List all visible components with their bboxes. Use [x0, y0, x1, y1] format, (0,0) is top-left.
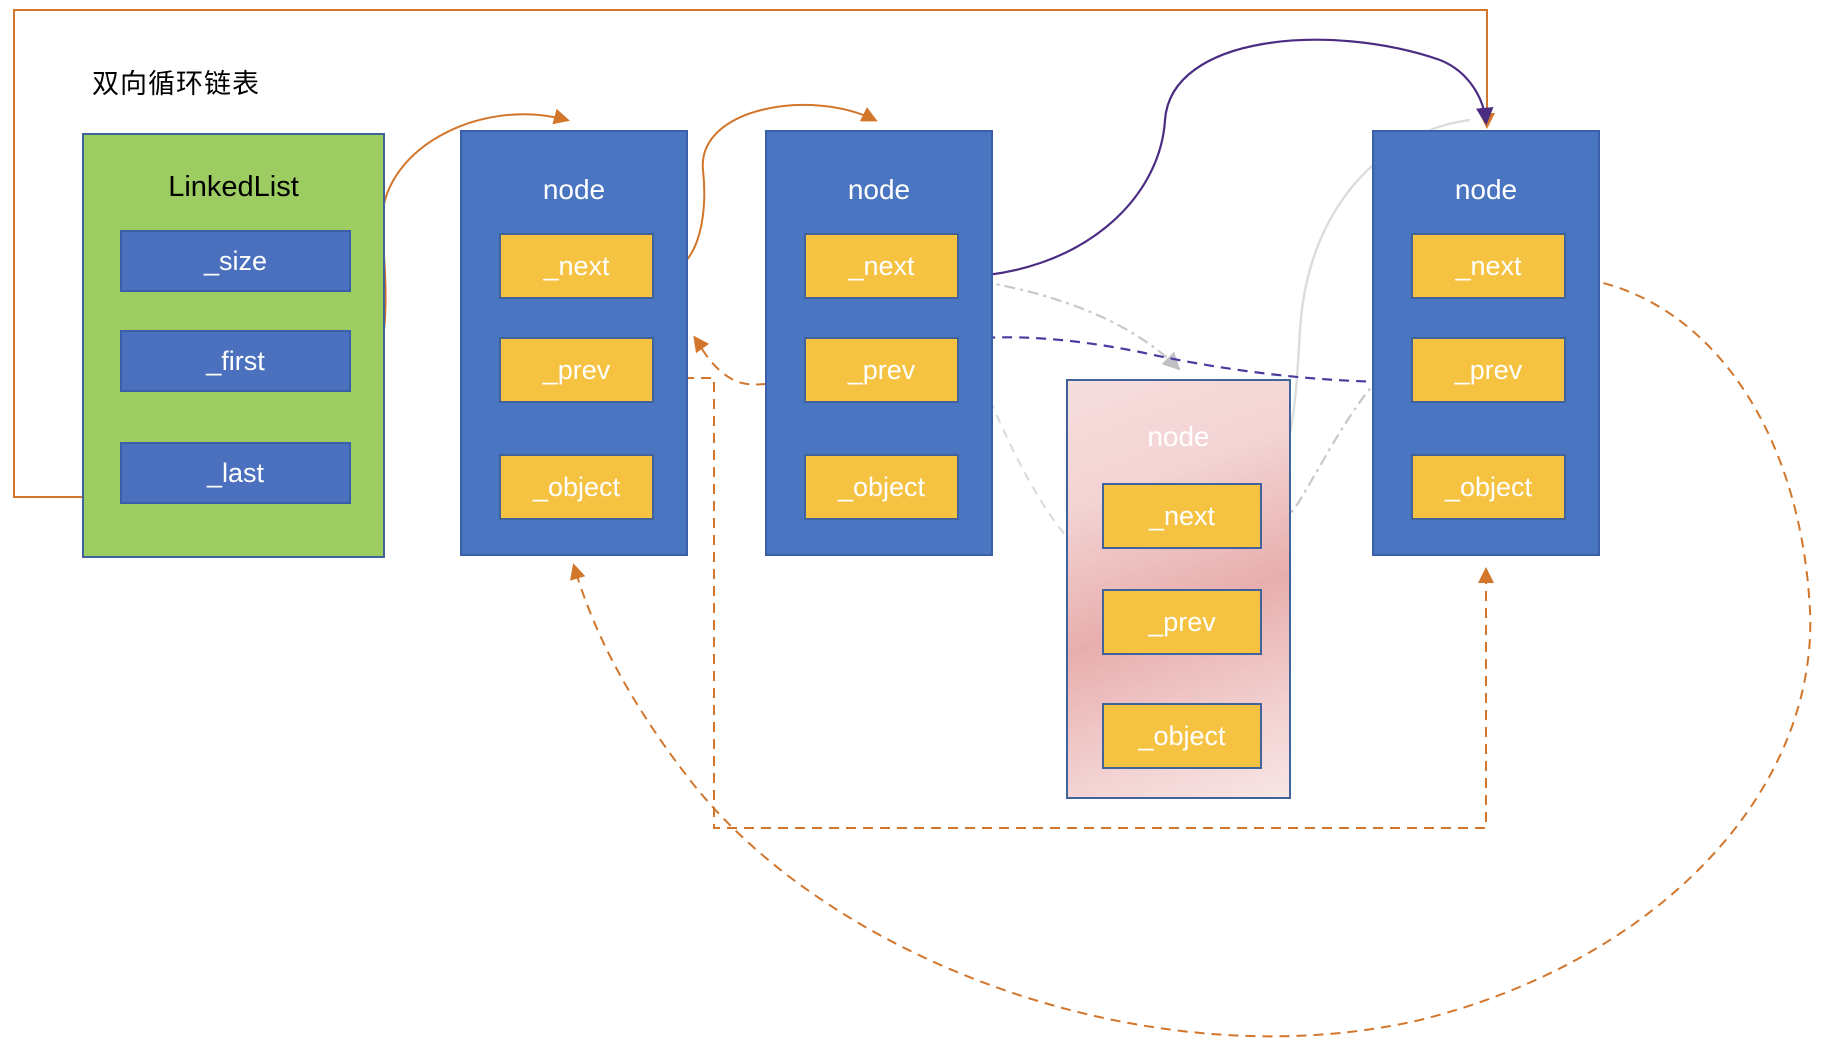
linkedlist-field-size: _size — [120, 230, 351, 292]
node-label: node — [847, 174, 911, 205]
newnode-field-prev: _prev — [1102, 589, 1262, 655]
node-box-new: node _next _prev _object — [1066, 379, 1291, 799]
edge-node4-prev-to-node2 — [956, 329, 1401, 384]
node-box-2: node _next _prev _object — [765, 130, 993, 556]
node2-field-object: _object — [804, 454, 959, 520]
node-label: node — [1147, 421, 1210, 452]
linkedlist-box: LinkedList _size _first _last — [82, 133, 385, 558]
linkedlist-field-first: _first — [120, 330, 351, 392]
node1-field-object: _object — [499, 454, 654, 520]
node4-field-next: _next — [1411, 233, 1566, 299]
node-box-4: node _next _prev _object — [1372, 130, 1600, 556]
node1-field-next: _next — [499, 233, 654, 299]
page-title: 双向循环链表 — [92, 69, 260, 99]
node2-field-next: _next — [804, 233, 959, 299]
node4-field-prev: _prev — [1411, 337, 1566, 403]
linkedlist-label: LinkedList — [168, 171, 299, 203]
node4-field-object: _object — [1411, 454, 1566, 520]
linkedlist-field-last: _last — [120, 442, 351, 504]
newnode-field-next: _next — [1102, 483, 1262, 549]
node1-field-prev: _prev — [499, 337, 654, 403]
node-box-1: node _next _prev _object — [460, 130, 688, 556]
node-label: node — [1454, 174, 1518, 205]
newnode-field-object: _object — [1102, 703, 1262, 769]
node2-field-prev: _prev — [804, 337, 959, 403]
node-label: node — [542, 174, 606, 205]
